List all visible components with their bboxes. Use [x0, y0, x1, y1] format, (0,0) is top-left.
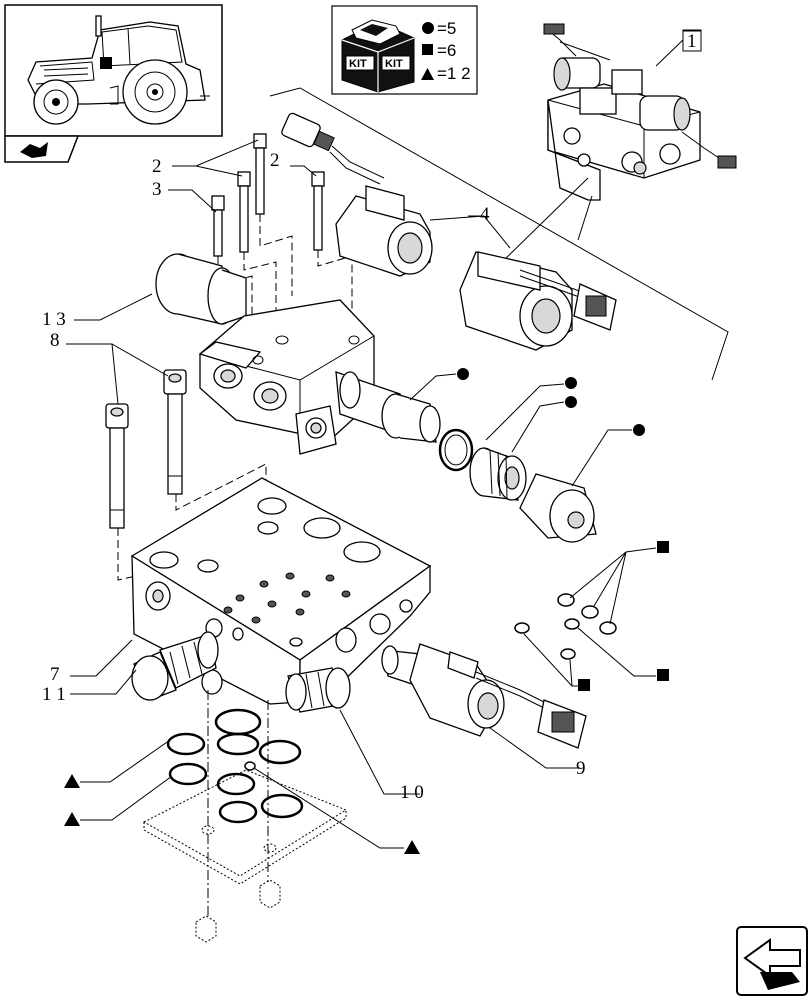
valve-spool-extension: [335, 371, 441, 443]
callout-11[interactable]: 1 1: [42, 684, 66, 705]
cartridge-10: [285, 667, 351, 713]
kit-legend-box: KIT KIT =5 =6 =1 2: [331, 5, 478, 95]
solenoid-valve-9: [381, 643, 587, 749]
o-ring: [438, 428, 474, 472]
kit-markers: [64, 368, 669, 854]
kit-word-right: KIT: [385, 58, 403, 70]
gasket-plate: [142, 769, 348, 885]
end-cap: [519, 473, 597, 543]
circle-marker-icon: [565, 377, 577, 389]
bottom-nut-right: [259, 879, 281, 909]
leader-lines: [66, 139, 657, 849]
cartridge-11: [131, 631, 219, 701]
callout-3[interactable]: 3: [152, 179, 162, 200]
callout-labels: 1 2 2 3 4 1 3 8 7 1 1 1 0 9: [42, 30, 702, 803]
square-marker-icon: [422, 44, 433, 55]
circle-marker-icon: [422, 22, 434, 34]
stud-centerlines: [207, 690, 269, 918]
callout-2-right[interactable]: 2: [270, 150, 280, 171]
solenoid-coil-lower: [459, 251, 617, 351]
triangle-marker-icon: [64, 812, 80, 826]
callout-2-left[interactable]: 2: [152, 156, 162, 177]
kit-circle-count: =5: [437, 19, 456, 38]
solenoid-connector-top: [281, 112, 385, 185]
callout-4[interactable]: 4: [480, 204, 490, 225]
square-marker-icon: [578, 679, 590, 691]
callout-8[interactable]: 8: [50, 330, 60, 351]
triangle-marker-icon: [404, 840, 420, 854]
callout-1[interactable]: 1: [687, 31, 697, 52]
callout-13[interactable]: 1 3: [42, 309, 66, 330]
kit-word-left: KIT: [349, 58, 367, 70]
kit-box-icon: [341, 19, 415, 93]
valve-cartridge-13: [155, 253, 247, 325]
valve-assembly-overview: [543, 23, 737, 201]
bottom-nut-left: [195, 915, 217, 943]
overview-leader-lines: [269, 87, 729, 381]
circle-marker-icon: [633, 424, 645, 436]
previous-page-arrow-icon[interactable]: [736, 926, 808, 996]
tractor-thumbnail-icon[interactable]: [4, 4, 223, 137]
circle-marker-icon: [457, 368, 469, 380]
bolt-long-b: [237, 171, 251, 253]
o-ring-set: [166, 708, 304, 824]
callout-10[interactable]: 1 0: [400, 782, 424, 803]
bolt-8-left: [105, 403, 129, 529]
square-marker-icon: [657, 541, 669, 553]
solenoid-coil-upper: [335, 185, 433, 277]
kit-triangle-count: =1 2: [437, 64, 471, 83]
kit-square-count: =6: [437, 41, 456, 60]
triangle-marker-icon: [421, 68, 434, 80]
bolt-short-c: [311, 171, 325, 251]
open-book-icon[interactable]: [4, 135, 80, 163]
circle-marker-icon: [565, 396, 577, 408]
bolt-short-d: [211, 195, 225, 257]
bolt-8-right: [163, 369, 187, 495]
bolt-long-a: [253, 133, 267, 215]
callout-9[interactable]: 9: [576, 758, 586, 779]
triangle-marker-icon: [64, 774, 80, 788]
knurled-nut: [469, 447, 527, 501]
small-seals: [514, 593, 617, 660]
valve-body-block: [198, 299, 375, 455]
square-marker-icon: [657, 669, 669, 681]
callout-7[interactable]: 7: [50, 664, 60, 685]
